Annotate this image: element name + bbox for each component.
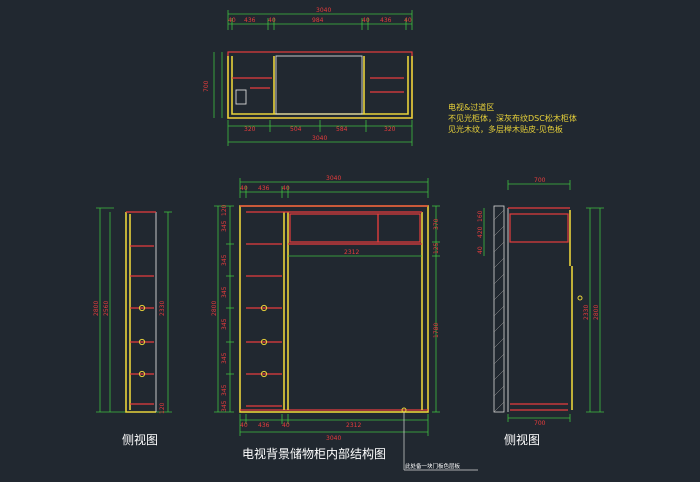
plan-view: 3040 40 436 40 984 40 436 40 700 bbox=[203, 7, 413, 146]
dim-side-left-h2: 2560 bbox=[103, 301, 110, 316]
dim-side-right-top: 700 bbox=[534, 177, 546, 184]
wall-hatch bbox=[493, 205, 505, 413]
dim-top-seg-2: 40 bbox=[268, 17, 276, 24]
dim-top-seg-5: 436 bbox=[380, 17, 392, 24]
dim-front-left-seg-7: 345 bbox=[221, 400, 228, 412]
dim-side-right-seg-0: 160 bbox=[477, 210, 484, 222]
dim-front-bot-seg-0: 40 bbox=[240, 422, 248, 429]
note-line-1: 电视&过道区 bbox=[448, 102, 494, 112]
dim-side-left-h3: 2330 bbox=[159, 301, 166, 316]
dim-side-right-seg-1: 420 bbox=[477, 226, 484, 238]
dim-front-inner: 2312 bbox=[344, 249, 359, 256]
dim-side-right-seg-2: 40 bbox=[477, 246, 484, 254]
dim-front-top-seg-0: 40 bbox=[240, 185, 248, 192]
left-side-view: 2800 2560 2330 120 侧视图 bbox=[93, 207, 172, 447]
dim-front-top-total: 3040 bbox=[326, 175, 341, 182]
dim-front-bot-total: 3040 bbox=[326, 435, 341, 442]
dim-top-seg-3: 984 bbox=[312, 17, 324, 24]
dim-front-height: 2800 bbox=[211, 301, 218, 316]
dim-front-left-seg-0: 120 bbox=[221, 204, 228, 216]
dim-front-left-seg-5: 345 bbox=[221, 352, 228, 364]
right-side-view: 700 160 420 40 2330 2800 bbox=[477, 177, 604, 447]
dim-front-top-seg-2: 40 bbox=[282, 185, 290, 192]
dim-front-left-seg-4: 345 bbox=[221, 318, 228, 330]
dim-front-left-seg-2: 345 bbox=[221, 254, 228, 266]
dim-plan-total: 3040 bbox=[312, 135, 327, 142]
dim-top-seg-0: 40 bbox=[228, 17, 236, 24]
dim-front-right-seg-2: 1780 bbox=[433, 323, 440, 338]
note-line-3: 见光木纹，多层榉木贴皮-见色板 bbox=[448, 124, 563, 134]
dim-plan-seg-3: 320 bbox=[384, 126, 396, 133]
dim-front-bot-seg-3: 2312 bbox=[346, 422, 361, 429]
note-line-2: 不见光柜体，深灰布纹DSC松木柜体 bbox=[448, 113, 577, 123]
dim-plan-seg-2: 584 bbox=[336, 126, 348, 133]
dim-side-left-bot: 120 bbox=[159, 402, 166, 414]
dim-front-left-seg-6: 345 bbox=[221, 384, 228, 396]
dim-front-right-seg-0: 370 bbox=[433, 218, 440, 230]
dim-plan-seg-1: 504 bbox=[290, 126, 302, 133]
caption-side-right: 侧视图 bbox=[504, 432, 540, 447]
dim-front-left-seg-3: 345 bbox=[221, 286, 228, 298]
dim-top-seg-4: 40 bbox=[362, 17, 370, 24]
caption-main: 电视背景储物柜内部结构图 bbox=[242, 446, 386, 461]
leader-note: 此处备一块门板色层板 bbox=[405, 462, 461, 470]
dim-front-right-seg-1: 125 bbox=[433, 242, 440, 254]
dim-top-total: 3040 bbox=[316, 7, 331, 14]
dim-side-right-bot: 700 bbox=[534, 420, 546, 427]
dim-top-seg-6: 40 bbox=[404, 17, 412, 24]
dim-front-bot-seg-2: 40 bbox=[282, 422, 290, 429]
front-view: 3040 40 436 40 2312 bbox=[211, 175, 478, 471]
dim-front-left-seg-1: 345 bbox=[221, 220, 228, 232]
dim-side-right-h: 2800 bbox=[593, 305, 600, 320]
dim-plan-seg-0: 320 bbox=[244, 126, 256, 133]
material-notes: 电视&过道区 不见光柜体，深灰布纹DSC松木柜体 见光木纹，多层榉木贴皮-见色板 bbox=[448, 102, 577, 134]
dim-side-right-h2: 2330 bbox=[583, 305, 590, 320]
dim-front-bot-seg-1: 436 bbox=[258, 422, 270, 429]
dim-plan-left: 700 bbox=[203, 80, 210, 92]
dim-top-seg-1: 436 bbox=[244, 17, 256, 24]
caption-side-left: 侧视图 bbox=[122, 432, 158, 447]
dim-front-top-seg-1: 436 bbox=[258, 185, 270, 192]
dim-side-left-h: 2800 bbox=[93, 301, 100, 316]
